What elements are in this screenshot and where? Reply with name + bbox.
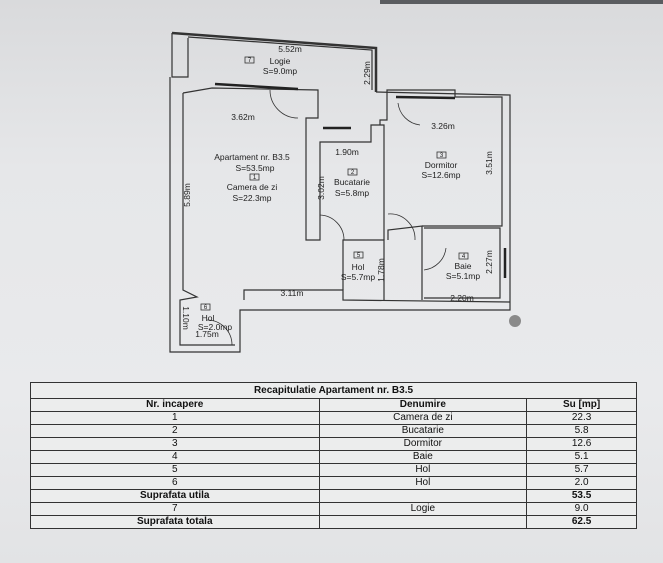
loggia-area: S=9.0mp — [263, 66, 298, 76]
kitchen-width: 1.90m — [335, 147, 359, 157]
windows — [214, 82, 507, 278]
hall5-number: 5 — [357, 253, 361, 259]
cell-su: 5.1 — [526, 450, 637, 464]
bath-name: Baie — [454, 261, 471, 271]
cell-su: 62.5 — [526, 515, 637, 529]
bath-length: 2.27m — [484, 250, 494, 274]
hall5-name: Hol — [352, 262, 365, 272]
cell-name: Camera de zi — [318, 411, 528, 425]
cell-su: 5.7 — [526, 463, 637, 477]
loggia-width: 5.52m — [278, 44, 302, 54]
bedroom-area: S=12.6mp — [422, 170, 461, 180]
walls — [169, 31, 511, 353]
bedroom-width: 3.26m — [431, 121, 455, 131]
cell-su: 2.0 — [526, 476, 637, 490]
living-window — [214, 82, 299, 91]
loggia-depth: 2.29m — [362, 61, 372, 85]
loggia-number: 7 — [248, 58, 252, 64]
kitchen-door — [319, 214, 345, 241]
cell-nr: 2 — [30, 424, 320, 438]
cell-nr: 3 — [30, 437, 320, 451]
doors — [206, 89, 447, 346]
apartment-area: S=53.5mp — [236, 163, 275, 173]
cell-name: Dormitor — [318, 437, 528, 451]
hall6-number: 6 — [204, 305, 208, 311]
living-name: Camera de zi — [227, 182, 278, 192]
cell-nr: 6 — [30, 476, 320, 490]
bedroom-window — [395, 95, 456, 100]
cell-name: Logie — [318, 502, 528, 516]
cell-nr: Suprafata utila — [30, 489, 320, 503]
bedroom-name: Dormitor — [425, 160, 458, 170]
cell-nr: 4 — [30, 450, 320, 464]
bath-width: 2.20m — [450, 293, 474, 303]
living-door — [269, 89, 299, 119]
cell-nr: 7 — [30, 502, 320, 516]
cell-name: Baie — [318, 450, 528, 464]
cell-name — [318, 515, 528, 529]
cell-name — [318, 489, 528, 503]
hall5-area: S=5.7mp — [341, 272, 376, 282]
hall5-width: 3.11m — [281, 288, 304, 298]
pipe-marker — [509, 315, 521, 327]
living-number: 1 — [253, 175, 257, 181]
living-width: 3.62m — [231, 112, 255, 122]
living-length: 5.89m — [182, 183, 192, 207]
cell-name: Hol — [318, 476, 528, 490]
cell-nr: 5 — [30, 463, 320, 477]
hall6-length: 1.10m — [181, 306, 191, 330]
header-su: Su [mp] — [526, 398, 637, 412]
kitchen-length: 3.02m — [316, 176, 326, 200]
table-title: Recapitulatie Apartament nr. B3.5 — [30, 382, 637, 399]
bedroom-door — [397, 102, 421, 126]
summary-table: Recapitulatie Apartament nr. B3.5 Nr. in… — [30, 382, 637, 529]
floor-plan: 5.52m 7 Logie S=9.0mp 2.29m 3.62m Aparta… — [169, 31, 521, 353]
bath-number: 4 — [462, 254, 466, 260]
bedroom-number: 3 — [440, 153, 444, 159]
living-area: S=22.3mp — [233, 193, 272, 203]
bedroom-length: 3.51m — [484, 151, 494, 175]
loggia-name: Logie — [270, 56, 291, 66]
document-header-edge — [380, 0, 663, 4]
header-name: Denumire — [318, 398, 528, 412]
hall6-name: Hol — [202, 313, 215, 323]
cell-nr: 1 — [30, 411, 320, 425]
hall6-area: S=2.0mp — [198, 322, 233, 332]
kitchen-area: S=5.8mp — [335, 188, 370, 198]
kitchen-number: 2 — [351, 170, 355, 176]
table-row: Suprafata utila 53.5 — [30, 489, 637, 503]
table-row: Suprafata totala 62.5 — [30, 515, 637, 529]
hall-door — [387, 213, 416, 241]
cell-name: Bucatarie — [318, 424, 528, 438]
entrance-door — [206, 319, 233, 346]
cell-su: 5.8 — [526, 424, 637, 438]
cell-su: 53.5 — [526, 489, 637, 503]
cell-su: 22.3 — [526, 411, 637, 425]
header-nr: Nr. incapere — [30, 398, 320, 412]
hall6-width: 1.75m — [195, 329, 219, 339]
bath-door — [423, 247, 447, 271]
apartment-title: Apartament nr. B3.5 — [214, 152, 290, 162]
bath-area: S=5.1mp — [446, 271, 481, 281]
kitchen-name: Bucatarie — [334, 177, 370, 187]
cell-nr: Suprafata totala — [30, 515, 320, 529]
hall5-length: 1.78m — [376, 258, 386, 282]
cell-name: Hol — [318, 463, 528, 477]
cell-su: 12.6 — [526, 437, 637, 451]
cell-su: 9.0 — [526, 502, 637, 516]
